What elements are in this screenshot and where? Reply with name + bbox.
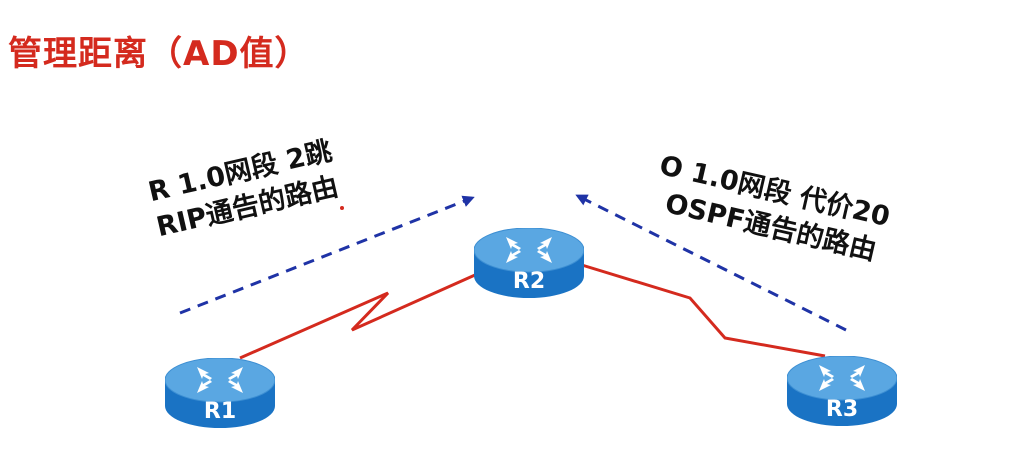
rip-advertisement-arrow: [179, 195, 475, 315]
router-label: R1: [204, 399, 236, 424]
router-label: R2: [513, 269, 545, 294]
router-r3[interactable]: R3: [787, 356, 897, 426]
marker-dot: [340, 206, 344, 210]
router-r2[interactable]: R2: [474, 228, 584, 298]
serial-link-r2-r3: [571, 260, 826, 358]
page-title: 管理距离（AD值）: [8, 34, 310, 74]
ospf-advertisement-arrow: [575, 194, 847, 332]
router-r1[interactable]: R1: [165, 358, 275, 428]
router-label: R3: [826, 397, 858, 422]
serial-link-r1-r2: [239, 273, 476, 360]
